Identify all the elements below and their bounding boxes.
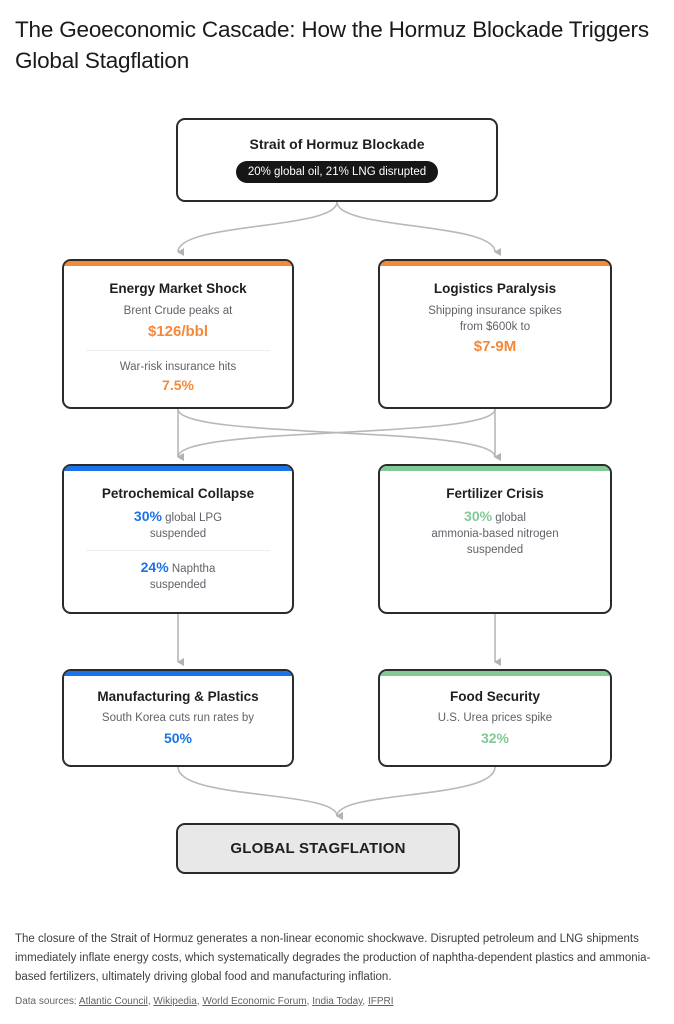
node-title: Petrochemical Collapse (101, 486, 255, 501)
orange-accent-bar (64, 261, 292, 266)
sources-label: Data sources: (15, 996, 79, 1007)
stat-line: 30% global (380, 508, 610, 526)
stat-label: suspended (466, 544, 524, 556)
stat-value: 24% (140, 559, 169, 575)
source-link-atlantic-council[interactable]: Atlantic Council (78, 996, 148, 1007)
node-title: Manufacturing & Plastics (97, 689, 259, 704)
stat-label: Shipping insurance spikes (428, 305, 562, 317)
arrow-manufacturing-final (177, 766, 344, 820)
arrow-food-final (336, 766, 496, 821)
node-logistics-paralysis: Logistics Paralysis Shipping insurance s… (378, 259, 612, 409)
node-manufacturing-plastics: Manufacturing & Plastics South Korea cut… (62, 669, 294, 767)
node-food-security: Food Security U.S. Urea prices spike 32% (378, 669, 612, 767)
stat-value: $126/bbl (147, 323, 209, 340)
stat-line: 24% Naphtha (64, 559, 292, 577)
stat-value: 30% (133, 508, 162, 524)
node-energy-market-shock: Energy Market Shock Brent Crude peaks at… (62, 259, 294, 409)
node-title: Food Security (449, 689, 540, 704)
arrow-origin-energy (177, 201, 338, 257)
stat-value: 30% (464, 508, 493, 524)
node-title: GLOBAL STAGFLATION (230, 840, 406, 857)
stat-label: War-risk insurance hits (119, 361, 237, 373)
stat-line: 30% global LPG (64, 508, 292, 526)
stat-label: from $600k to (459, 321, 531, 333)
node-petrochemical-collapse: Petrochemical Collapse 30% global LPG su… (62, 464, 294, 614)
blue-accent-bar (64, 671, 292, 676)
orange-accent-bar (380, 261, 610, 266)
node-title: Logistics Paralysis (433, 281, 557, 296)
stat-label: ammonia-based nitrogen (431, 528, 559, 540)
green-accent-bar (380, 466, 610, 471)
stat-label: South Korea cuts run rates by (101, 712, 255, 724)
node-title: Fertilizer Crisis (446, 486, 544, 501)
arrow-logistics-petrochemical (177, 408, 496, 462)
divider (86, 350, 270, 351)
stat-value: 50% (163, 730, 193, 746)
stat-label: Brent Crude peaks at (123, 305, 233, 317)
node-fertilizer-crisis: Fertilizer Crisis 30% global ammonia-bas… (378, 464, 612, 614)
page-title: The Geoeconomic Cascade: How the Hormuz … (15, 17, 649, 73)
stat-label: suspended (149, 528, 207, 540)
arrow-origin-logistics (336, 201, 502, 256)
stat-value: 32% (480, 730, 510, 746)
node-global-stagflation: GLOBAL STAGFLATION (176, 823, 460, 874)
disruption-badge: 20% global oil, 21% LNG disrupted (235, 161, 439, 183)
blue-accent-bar (64, 466, 292, 471)
source-link-india-today[interactable]: India Today (312, 996, 363, 1007)
cascade-diagram: Strait of Hormuz Blockade 20% global oil… (62, 118, 612, 874)
source-link-ifpri[interactable]: IFPRI (367, 996, 394, 1007)
stat-label: Naphtha (168, 563, 216, 575)
stat-label: global (492, 512, 526, 524)
stat-label: suspended (149, 579, 207, 591)
divider (86, 550, 270, 551)
connector-lines (177, 201, 502, 821)
stat-value: 7.5% (162, 377, 194, 393)
source-link-world-economic-forum[interactable]: World Economic Forum (202, 996, 307, 1007)
green-accent-bar (380, 671, 610, 676)
source-link-wikipedia[interactable]: Wikipedia (153, 996, 197, 1007)
stat-label: U.S. Urea prices spike (437, 712, 553, 724)
data-sources: Data sources: Atlantic Council, Wikipedi… (15, 996, 394, 1007)
stat-label: global LPG (161, 512, 223, 524)
node-title: Strait of Hormuz Blockade (249, 136, 425, 152)
node-strait-of-hormuz-blockade: Strait of Hormuz Blockade 20% global oil… (176, 118, 498, 202)
stat-value: $7-9M (473, 338, 517, 355)
description-paragraph: The closure of the Strait of Hormuz gene… (15, 933, 651, 983)
node-title: Energy Market Shock (109, 281, 247, 296)
